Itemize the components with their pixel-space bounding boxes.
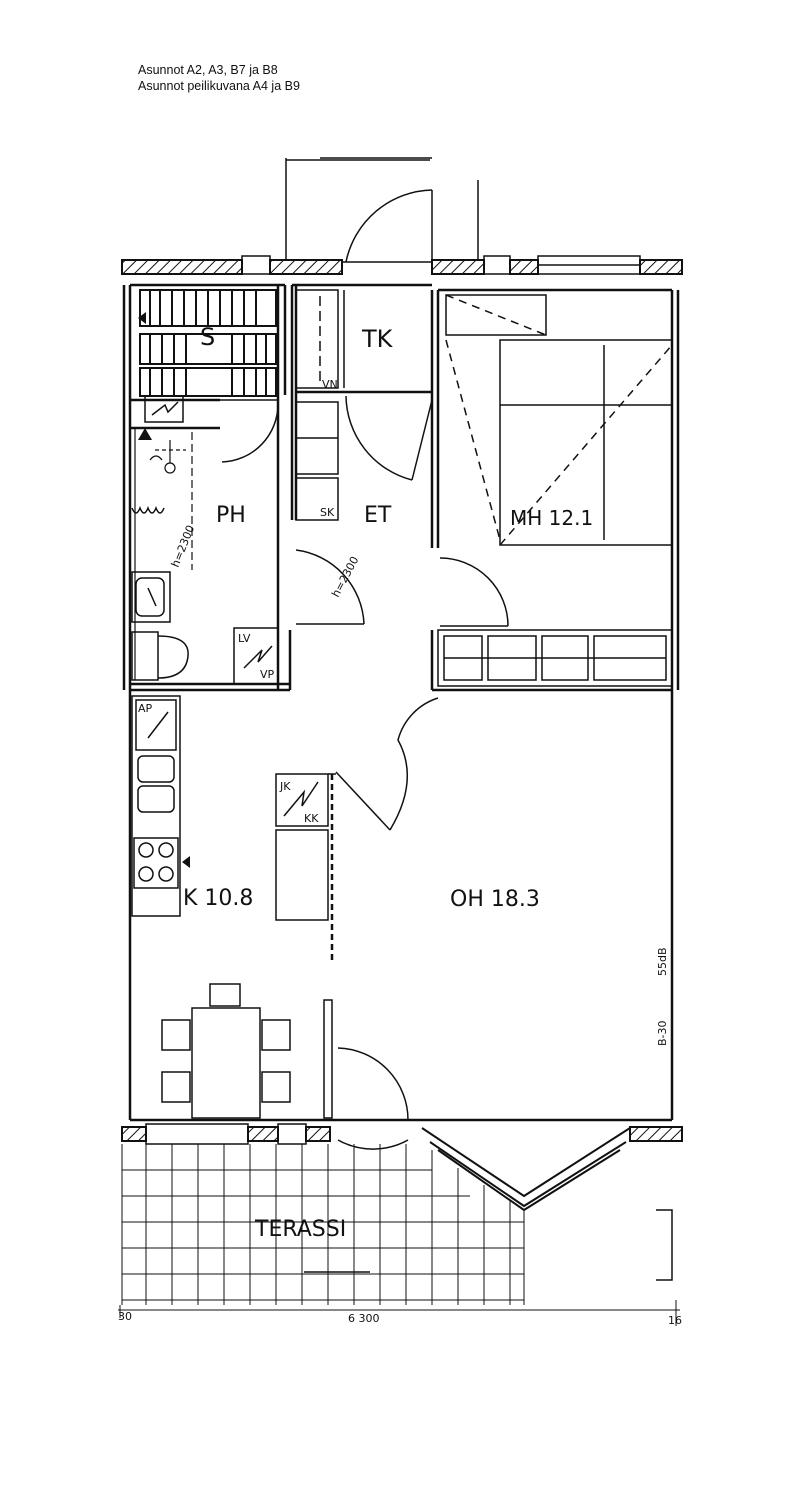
room-label-living: OH 18.3 bbox=[450, 887, 540, 912]
sauna-benches bbox=[139, 289, 277, 397]
washbasin bbox=[131, 571, 171, 623]
fridge-cabinet bbox=[275, 773, 336, 1119]
dimension-right: 16 bbox=[668, 1314, 682, 1327]
fixture-label-ap: AP bbox=[138, 702, 153, 715]
interior-walls bbox=[122, 283, 680, 1122]
drain-icon bbox=[138, 428, 152, 440]
sauna-door bbox=[220, 399, 279, 463]
exterior-walls bbox=[121, 259, 683, 1142]
wall-outlet-icon bbox=[138, 312, 146, 324]
ceiling-height-bath: h=2300 bbox=[169, 523, 198, 569]
kitchen-counter bbox=[131, 695, 181, 917]
living-door bbox=[335, 697, 439, 831]
radiator-icon bbox=[131, 505, 165, 514]
fixture-label-sk: SK bbox=[320, 506, 335, 519]
toilet bbox=[131, 631, 189, 681]
bedroom-wardrobe bbox=[437, 629, 673, 687]
terrace-paving bbox=[121, 1144, 673, 1305]
room-label-bedroom: MH 12.1 bbox=[510, 506, 593, 530]
room-label-kitchen: K 10.8 bbox=[183, 886, 253, 911]
room-label-terrace: TERASSI bbox=[254, 1217, 346, 1242]
sauna-heater bbox=[144, 395, 184, 423]
technical-cabinet bbox=[233, 627, 279, 685]
dimension-total: 6 300 bbox=[348, 1312, 380, 1325]
bay-window bbox=[421, 1127, 631, 1212]
room-label-hall: ET bbox=[364, 503, 392, 528]
bedroom-door bbox=[439, 557, 509, 627]
closet-door bbox=[345, 395, 433, 481]
wall-spec-db: 55dB bbox=[656, 947, 669, 976]
kitchen-outlet-icon bbox=[182, 856, 190, 868]
windows-top bbox=[145, 255, 641, 1145]
room-label-closet: TK bbox=[361, 325, 394, 353]
terrace-door bbox=[337, 1047, 409, 1150]
room-label-sauna: S bbox=[200, 323, 215, 351]
dimension-line bbox=[118, 1300, 680, 1326]
fixture-label-vp: VP bbox=[260, 668, 275, 681]
fixture-label-lv: LV bbox=[238, 632, 251, 645]
shower-fixture bbox=[134, 428, 193, 680]
fixture-label-jk: JK bbox=[279, 780, 291, 793]
bathroom-door bbox=[295, 549, 365, 625]
bedroom-bed bbox=[445, 294, 673, 546]
room-label-bathroom: PH bbox=[216, 503, 246, 528]
wall-spec-b30: B-30 bbox=[656, 1020, 669, 1046]
plan-header: Asunnot A2, A3, B7 ja B8 Asunnot peiliku… bbox=[138, 62, 300, 94]
dimension-left: 30 bbox=[118, 1310, 132, 1323]
closet-shelving bbox=[295, 289, 345, 521]
entrance-outline bbox=[285, 157, 479, 263]
dining-table bbox=[161, 983, 291, 1119]
header-line-2: Asunnot peilikuvana A4 ja B9 bbox=[138, 79, 300, 93]
fixture-label-vn: VN bbox=[322, 378, 338, 391]
fixture-label-kk: KK bbox=[304, 812, 319, 825]
header-line-1: Asunnot A2, A3, B7 ja B8 bbox=[138, 63, 278, 77]
